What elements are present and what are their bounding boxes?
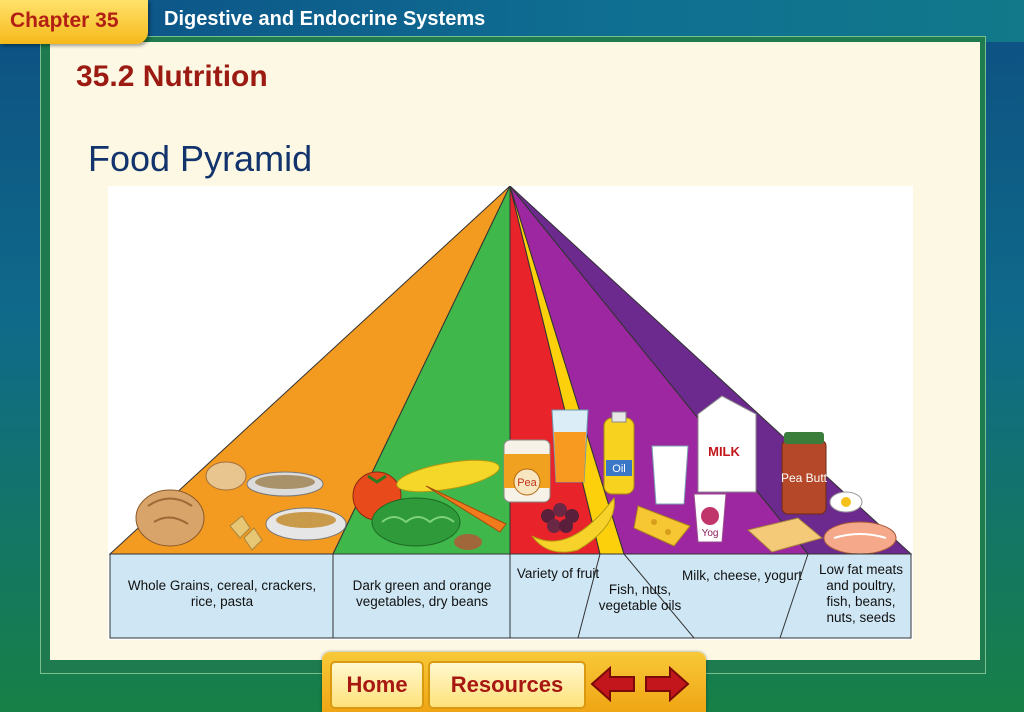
milk-carton-text: MILK bbox=[708, 444, 740, 459]
corn-icon bbox=[396, 459, 500, 493]
grapes-icon bbox=[541, 503, 579, 533]
chapter-label: Chapter 35 bbox=[10, 9, 119, 32]
peanut-butter-text: Pea Butt bbox=[781, 471, 828, 485]
label-milk: Milk, cheese, yogurt bbox=[681, 568, 803, 583]
chapter-tab[interactable]: Chapter 35 bbox=[0, 0, 148, 44]
section-title: 35.2 Nutrition bbox=[76, 60, 268, 93]
nav-bar: Home Resources bbox=[322, 652, 706, 712]
cheese-slice-icon bbox=[746, 517, 824, 553]
milk-carton-icon: MILK bbox=[697, 395, 757, 493]
yogurt-text: Yog bbox=[702, 528, 719, 539]
resources-button[interactable]: Resources bbox=[428, 661, 586, 709]
header-title: Digestive and Endocrine Systems bbox=[164, 8, 486, 30]
oil-bottle-icon: Oil bbox=[603, 411, 635, 495]
beans-icon bbox=[454, 534, 482, 550]
pasta-icon bbox=[229, 515, 263, 551]
milk-glass-icon bbox=[651, 445, 689, 505]
food-pyramid: Pea Oil Yog bbox=[108, 186, 913, 640]
cheese-icon bbox=[633, 505, 691, 547]
pea-can-icon: Pea bbox=[503, 439, 551, 503]
pea-can-text: Pea bbox=[517, 477, 537, 489]
header-band bbox=[0, 0, 1024, 42]
oil-bottle-text: Oil bbox=[612, 463, 625, 475]
label-oils: Fish, nuts, vegetable oils bbox=[598, 582, 682, 613]
label-meat: Low fat meats and poultry, fish, beans, … bbox=[818, 562, 904, 625]
fish-icon bbox=[823, 521, 897, 555]
label-grains: Whole Grains, cereal, crackers, rice, pa… bbox=[127, 578, 317, 609]
carrot-icon bbox=[425, 485, 507, 533]
bread-icon bbox=[135, 461, 247, 547]
lettuce-icon bbox=[371, 497, 461, 547]
banana-icon bbox=[531, 496, 615, 553]
label-vegetables: Dark green and orange vegetables, dry be… bbox=[352, 578, 492, 609]
left-arrow-icon[interactable] bbox=[590, 664, 636, 704]
food-pyramid-graphic: Pea Oil Yog bbox=[108, 186, 913, 639]
right-arrow-icon[interactable] bbox=[644, 664, 690, 704]
juice-glass-icon bbox=[551, 409, 589, 483]
cereal-bowl-icon bbox=[246, 471, 347, 541]
peanut-butter-jar-icon: Pea Butt bbox=[781, 432, 828, 515]
slide-title: Food Pyramid bbox=[88, 138, 313, 179]
label-fruits: Variety of fruit bbox=[516, 566, 600, 581]
home-button[interactable]: Home bbox=[330, 661, 424, 709]
yogurt-icon: Yog bbox=[693, 493, 727, 543]
egg-icon bbox=[829, 491, 863, 513]
